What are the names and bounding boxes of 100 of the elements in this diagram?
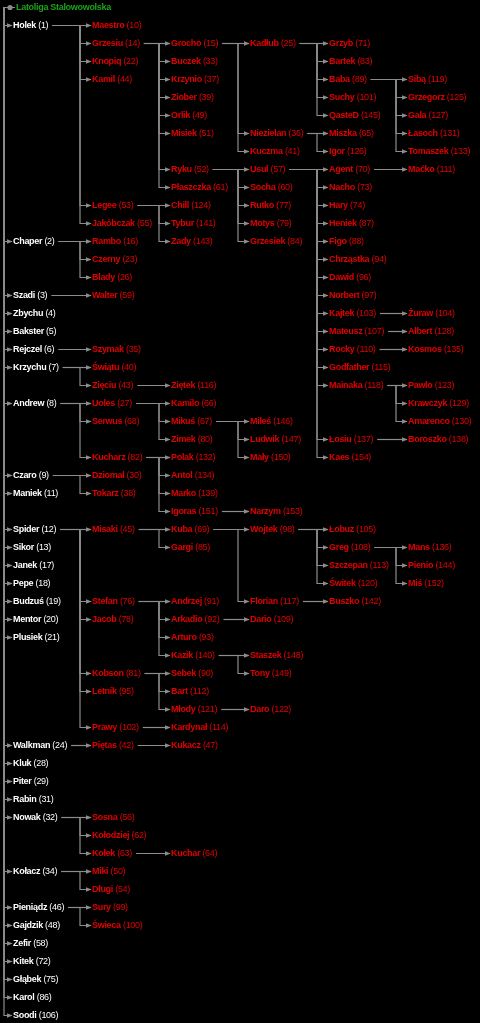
connector-arrow: [136, 383, 171, 388]
player-label: Grzyb (71): [329, 38, 371, 49]
connector-arrow: [57, 347, 92, 352]
player-label: Tony (149): [250, 668, 292, 679]
player-label: Nowak (32): [13, 812, 58, 823]
connector-arrow: [67, 906, 92, 928]
player-label: Jakóbczak (55): [92, 218, 152, 229]
player-label: Gala (127): [408, 110, 449, 121]
player-label: Pieniądz (46): [13, 902, 65, 913]
player-label: Łasoch (131): [408, 128, 460, 139]
player-label: Suchy (101): [329, 92, 377, 103]
player-label: Mateusz (107): [329, 326, 385, 337]
player-label: Walkman (24): [13, 740, 68, 751]
player-label: Płaszczka (61): [171, 182, 228, 193]
player-label: Sebek (90): [171, 668, 214, 679]
connector-arrow: [57, 240, 92, 280]
connector-arrow: [221, 42, 250, 154]
player-label: Grzesiu (14): [92, 38, 140, 49]
connector-arrow: [135, 402, 171, 442]
player-label: Szczepan (113): [329, 560, 389, 571]
player-label: Szadi (3): [13, 290, 48, 301]
player-label: Kukacz (47): [171, 740, 218, 751]
player-label: Kuchar (64): [171, 848, 218, 859]
player-label: Holek (1): [13, 20, 49, 31]
player-label: Budzuś (19): [13, 596, 61, 607]
player-label: Serwus (68): [92, 416, 140, 427]
player-label: Igor (126): [329, 146, 367, 157]
player-label: Rocky (110): [329, 344, 376, 355]
player-label: Uoles (27): [92, 398, 133, 409]
player-label: Stefan (76): [92, 596, 135, 607]
player-label: Norbert (97): [329, 290, 377, 301]
player-label: Łobuz (105): [329, 524, 376, 535]
connector-arrow: [302, 599, 329, 604]
player-label: Pawlo (123): [408, 380, 455, 391]
player-label: Arkadio (92): [171, 614, 220, 625]
connector-arrow: [370, 78, 408, 154]
player-label: Andrzej (91): [171, 596, 219, 607]
player-label: Ludwik (147): [250, 434, 301, 445]
connector-arrow: [70, 743, 92, 748]
connector-arrow: [386, 384, 408, 424]
player-label: Arturo (93): [171, 632, 214, 643]
player-label: Mentor (20): [13, 614, 59, 625]
player-label: Knopiq (22): [92, 56, 139, 67]
player-label: Czaro (9): [13, 470, 49, 481]
connector-arrow: [136, 204, 171, 244]
connector-arrow: [59, 528, 92, 730]
player-label: Łosiu (137): [329, 434, 374, 445]
player-label: Piter (29): [13, 776, 49, 787]
player-label: Tybur (141): [171, 218, 216, 229]
player-label: Boroszko (138): [408, 434, 469, 445]
player-label: Motys (79): [250, 218, 292, 229]
connector-arrow: [378, 347, 408, 352]
player-label: Tomaszek (133): [408, 146, 471, 157]
connector-arrow: [144, 672, 171, 712]
connector-arrow: [62, 366, 92, 388]
player-label: Bartek (83): [329, 56, 373, 67]
player-label: Wojtek (98): [250, 524, 295, 535]
player-label: Buszko (142): [329, 596, 381, 607]
player-label: Kosmos (135): [408, 344, 464, 355]
player-label: Andrew (8): [13, 398, 57, 409]
connector-arrow: [387, 329, 408, 334]
player-label: Pienio (144): [408, 560, 455, 571]
player-label: Świeca (100): [92, 920, 143, 931]
player-label: Młody (121): [171, 704, 218, 715]
connector-arrow: [306, 132, 329, 154]
player-label: Maniek (11): [13, 488, 59, 499]
player-label: Spider (12): [13, 524, 57, 535]
player-label: Grocho (15): [171, 38, 219, 49]
player-label: Zięciu (43): [92, 380, 134, 391]
connector-arrow: [60, 870, 92, 892]
player-label: Kardynał (114): [171, 722, 229, 733]
tree-root-label: Latoliga Stalowowolska: [16, 2, 111, 13]
connector-arrow: [137, 743, 171, 748]
player-label: Letnik (95): [92, 686, 134, 697]
player-label: Narzym (153): [250, 506, 303, 517]
player-label: Kamil (44): [92, 74, 133, 85]
player-label: Zbychu (4): [13, 308, 56, 319]
player-label: Sibą (119): [408, 74, 447, 85]
player-label: Świtek (120): [329, 578, 378, 589]
player-label: Kołodziej (62): [92, 830, 147, 841]
player-label: Grzesiek (84): [250, 236, 303, 247]
player-label: Socha (60): [250, 182, 293, 193]
connector-arrow: [215, 420, 250, 460]
player-label: Kołacz (34): [13, 866, 58, 877]
player-label: Niezielan (36): [250, 128, 304, 139]
connector-arrow: [50, 293, 92, 298]
connector-arrow: [373, 546, 408, 586]
player-label: Świątu (40): [92, 362, 137, 373]
connector-arrow: [222, 617, 250, 622]
player-label: Krzynio (37): [171, 74, 219, 85]
player-label: Kamilo (66): [171, 398, 217, 409]
player-label: Antol (134): [171, 470, 215, 481]
player-label: Ziober (39): [171, 92, 214, 103]
player-label: Albert (128): [408, 326, 454, 337]
player-label: Heniek (87): [329, 218, 374, 229]
player-label: Mans (136): [408, 542, 452, 553]
player-label: Mały (150): [250, 452, 291, 463]
connector-arrow: [142, 725, 171, 730]
player-label: Miś (152): [408, 578, 444, 589]
player-label: Kuba (69): [171, 524, 210, 535]
